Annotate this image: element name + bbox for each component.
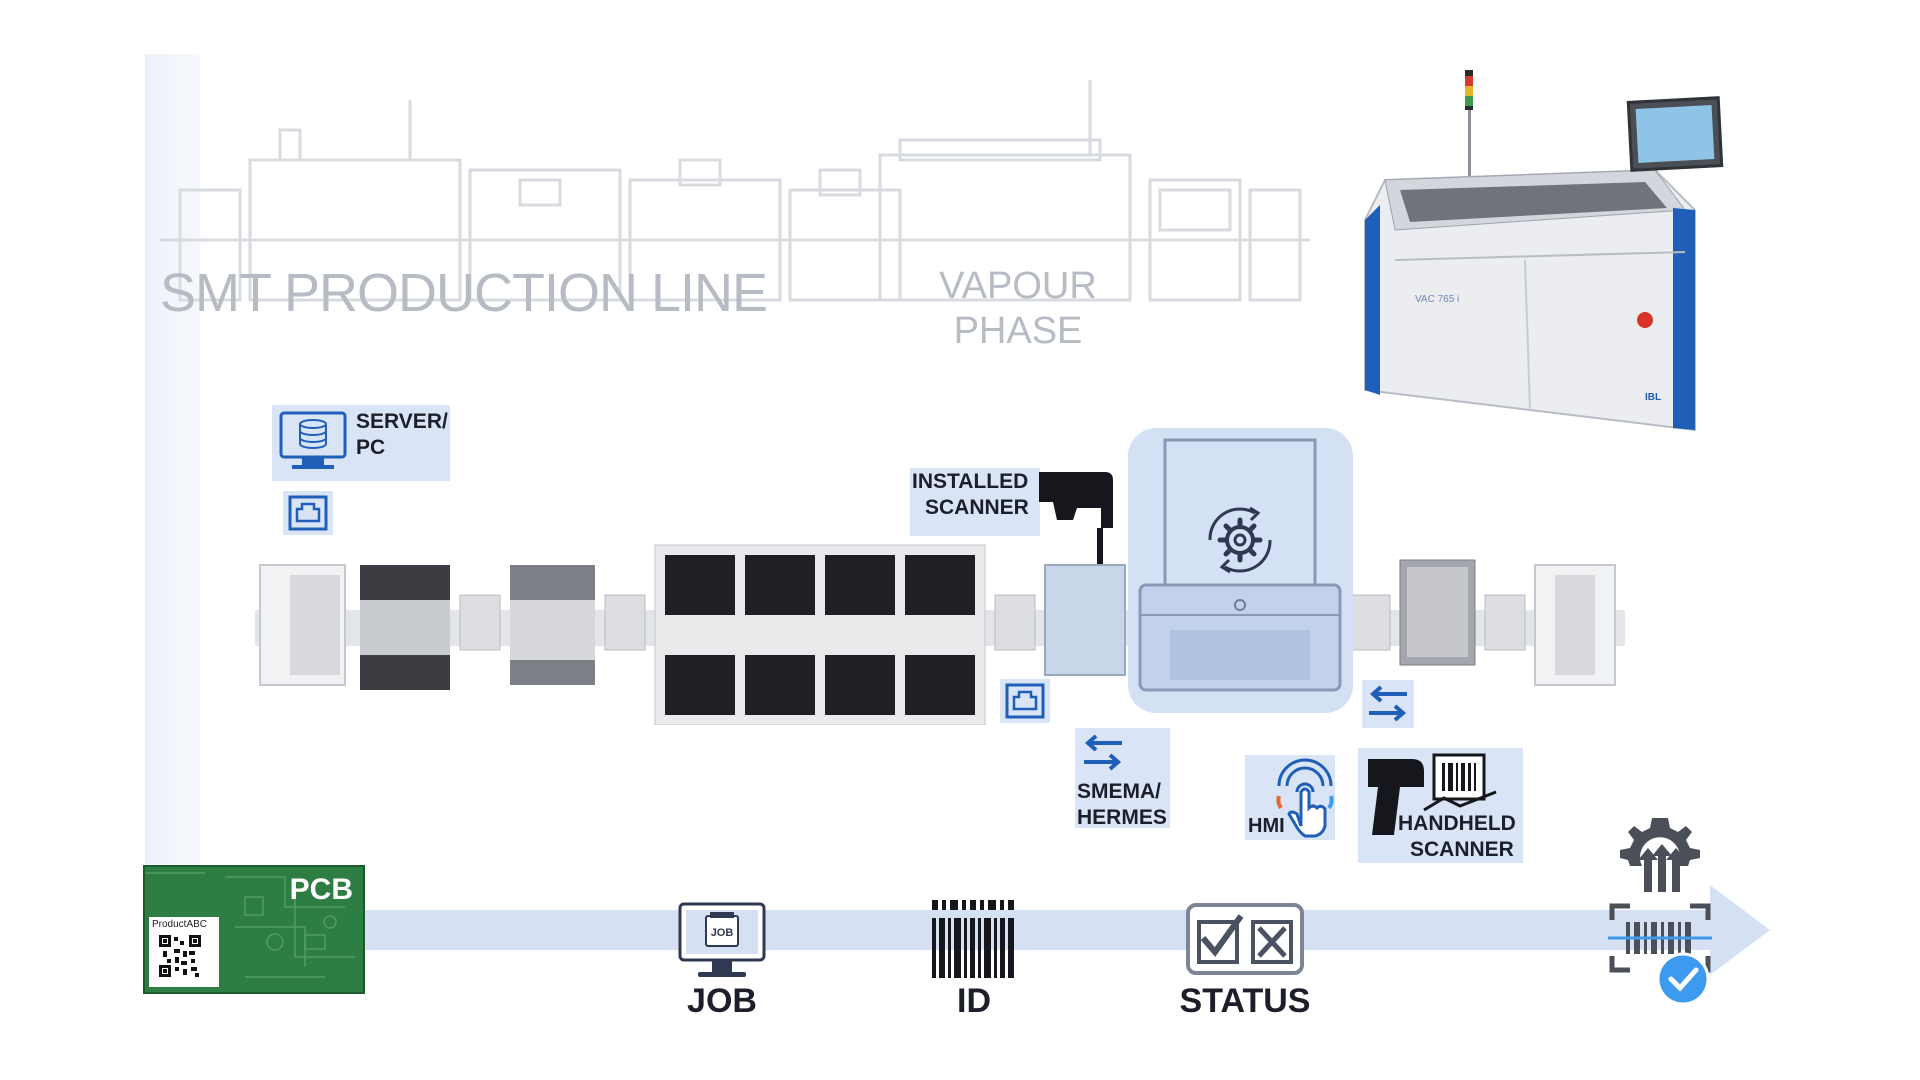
job-monitor-icon: JOB [678,902,766,977]
process-flow-arrow [355,885,1770,975]
gear-upload-icon [1620,818,1700,892]
checkbox-status-icon [1186,903,1304,975]
server-label-line1: SERVER/ [356,410,448,433]
id-label: ID [957,982,991,1020]
server-label-line2: PC [356,436,386,459]
check-badge-icon [1656,952,1710,1006]
job-icon-text: JOB [711,927,734,939]
scanner-gun-icon [1039,472,1113,596]
machine-brand-label: IBL [1645,392,1661,403]
smt-line-title: SMT PRODUCTION LINE [160,263,768,323]
vapour-phase-machine-image: VAC 765 i IBL [1364,70,1724,432]
scanner-gun-icon [1368,759,1424,835]
pcb-label-sticker: ProductABC [149,917,219,987]
transfer-arrows-icon [1369,685,1407,722]
barcode-screen-icon [1423,753,1497,812]
vapour-phase-label-line1: VAPOUR [939,265,1097,307]
status-label: STATUS [1179,982,1311,1020]
smt-line-machines-illustration [255,544,1625,725]
handheld-label-line1: HANDHELD [1398,812,1516,835]
installed-scanner-label-line2: SCANNER [925,496,1029,519]
transfer-arrows-tag [1362,680,1414,728]
hmi-label: HMI [1248,815,1285,837]
handheld-label-line2: SCANNER [1410,838,1514,861]
pcb-product-name: ProductABC [152,919,208,930]
job-label: JOB [687,982,757,1020]
server-monitor-icon [279,411,347,469]
touch-hand-icon [1276,758,1334,838]
pcb-traces-pattern [145,872,355,978]
network-port-icon [288,495,328,531]
vapour-phase-line-machine [1138,438,1342,692]
gear-cycle-icon [1208,506,1272,574]
transfer-arrows-icon [1084,734,1122,771]
faded-production-line-illustration [160,80,1310,302]
network-port-icon [1005,683,1045,719]
smema-label-line2: HERMES [1077,806,1167,829]
smema-label-line1: SMEMA/ [1077,780,1161,803]
scan-frame-icon [1608,903,1712,973]
machine-model-label: VAC 765 i [1415,294,1459,305]
installed-scanner-tag [910,468,1040,536]
pcb-title: PCB [289,873,353,906]
pcb-card: PCB ProductABC [143,865,365,994]
vapour-phase-label-line2: PHASE [953,310,1083,352]
qr-code-icon [159,935,201,977]
barcode-icon [932,900,1014,978]
installed-scanner-label-line1: INSTALLED [912,470,1029,493]
